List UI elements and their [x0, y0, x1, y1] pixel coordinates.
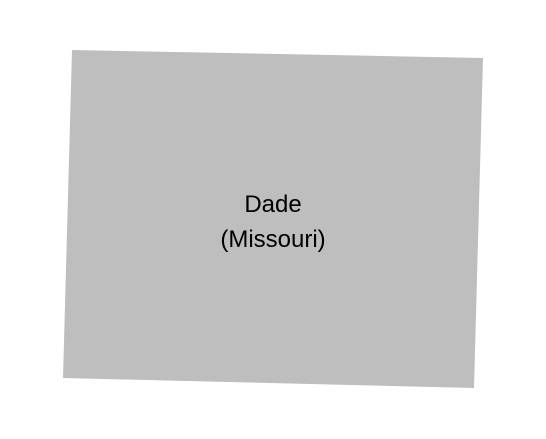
state-name: (Missouri)	[220, 226, 325, 253]
county-shape	[63, 50, 483, 388]
county-name: Dade	[244, 191, 301, 218]
